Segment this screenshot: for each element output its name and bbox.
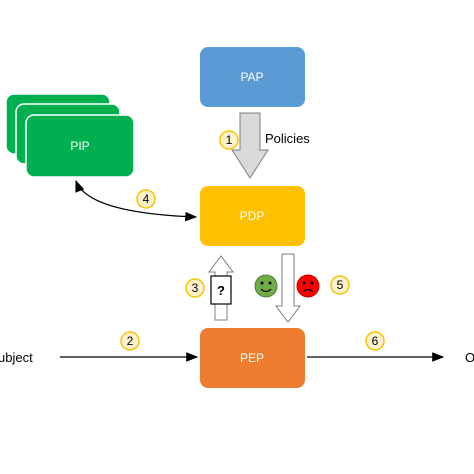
pep-label: PEP xyxy=(240,351,264,365)
pdp-label: PDP xyxy=(240,209,265,223)
step-badge-5: 5 xyxy=(330,275,350,295)
object-label: O xyxy=(465,350,474,365)
policies-label: Policies xyxy=(265,131,310,146)
svg-text:4: 4 xyxy=(143,192,150,206)
step-badge-6: 6 xyxy=(365,331,385,351)
step-badge-3: 3 xyxy=(185,278,205,298)
pdp-node: PDP xyxy=(200,186,305,246)
decision-arrow xyxy=(275,253,301,323)
step-badge-4: 4 xyxy=(136,189,156,209)
svg-text:2: 2 xyxy=(127,334,134,348)
step-badge-1: 1 xyxy=(219,130,239,150)
subject-label: ubject xyxy=(0,350,33,365)
svg-text:6: 6 xyxy=(372,334,379,348)
pap-node: PAP xyxy=(200,47,305,107)
svg-text:3: 3 xyxy=(192,281,199,295)
pip-node: PIP xyxy=(5,93,135,178)
pap-label: PAP xyxy=(240,70,263,84)
pep-node: PEP xyxy=(200,328,305,388)
svg-text:1: 1 xyxy=(226,133,233,147)
svg-text:?: ? xyxy=(217,283,225,298)
policies-arrow xyxy=(231,112,269,179)
pip-pdp-connector xyxy=(75,179,198,222)
smiley-face-icon xyxy=(254,274,278,298)
pip-label: PIP xyxy=(70,139,89,153)
svg-text:5: 5 xyxy=(337,278,344,292)
sad-face-icon xyxy=(296,274,320,298)
question-document-icon: ? xyxy=(210,275,232,305)
step-badge-2: 2 xyxy=(120,331,140,351)
